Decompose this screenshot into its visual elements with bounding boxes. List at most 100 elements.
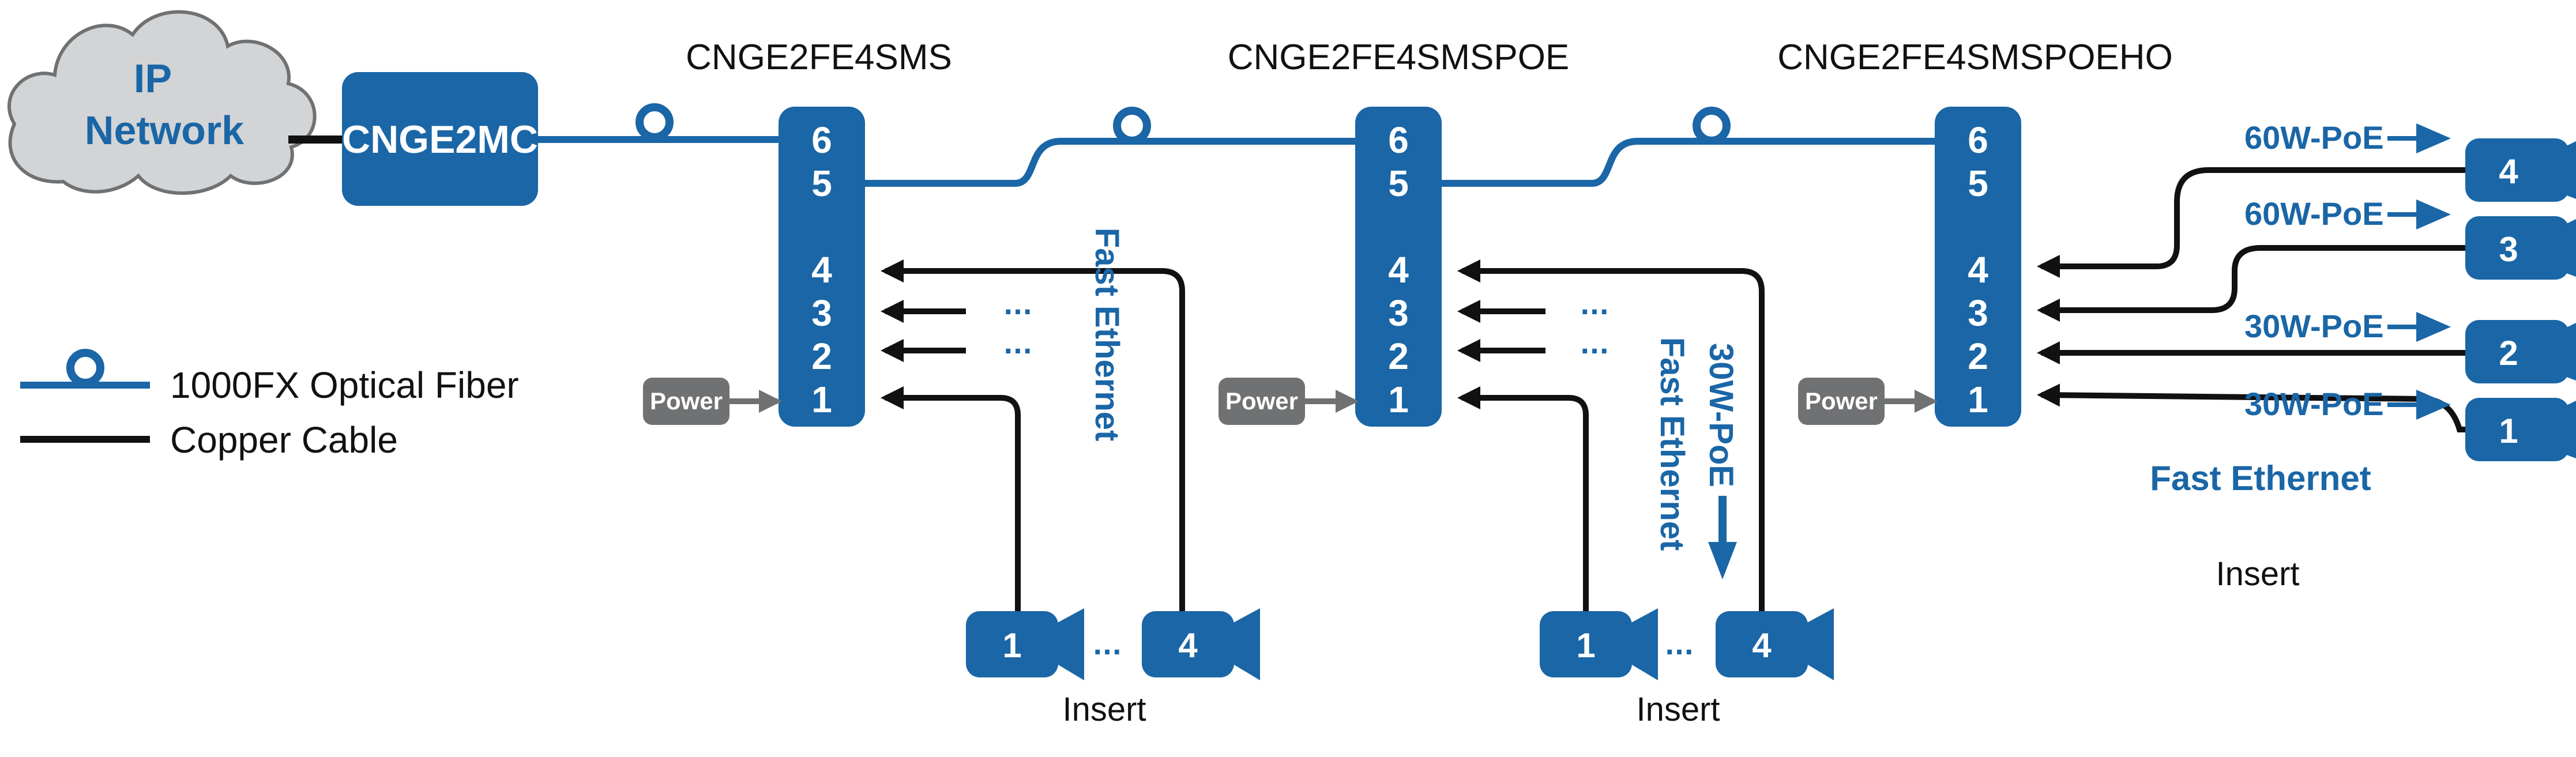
legend-fiber-label: 1000FX Optical Fiber bbox=[170, 364, 519, 406]
switch-1: CNGE2FE4SMS 6 5 4 3 2 1 Power bbox=[643, 37, 952, 427]
switch-3-power-badge bbox=[1798, 378, 1885, 425]
group-2-fast-ethernet-label: Fast Ethernet bbox=[1653, 337, 1691, 551]
switch-2-port-3: 3 bbox=[1388, 292, 1409, 334]
switch-3-port-4: 4 bbox=[1968, 249, 1988, 291]
group-3-fast-ethernet-label: Fast Ethernet bbox=[2150, 459, 2371, 498]
switch-1-model: CNGE2FE4SMS bbox=[686, 37, 952, 77]
copper-cable-port-4 bbox=[1457, 259, 1765, 620]
group-1-camera-first: 1 bbox=[1002, 626, 1021, 665]
switch-3-body bbox=[1935, 107, 2021, 427]
switch-1-ellipsis-2: ... bbox=[1003, 330, 1032, 360]
camera-icon bbox=[2465, 216, 2576, 280]
group-1-camera-gap: ... bbox=[1093, 631, 1122, 661]
switch-2-port-6: 6 bbox=[1388, 119, 1409, 161]
group-2-camera-last: 4 bbox=[1752, 626, 1772, 665]
camera-icon bbox=[966, 608, 1084, 680]
switch-3-port-2: 2 bbox=[1968, 336, 1988, 377]
copper-cable-port-1 bbox=[881, 386, 1021, 620]
copper-cable-port-4 bbox=[881, 259, 1185, 620]
media-converter-box bbox=[342, 72, 538, 206]
switch-1-copper bbox=[881, 259, 1185, 620]
group-2-poe-label: 30W-PoE bbox=[1702, 343, 1740, 487]
switch-1-port-1: 1 bbox=[811, 379, 832, 420]
group-3-camera-4-number: 4 bbox=[2499, 152, 2518, 191]
legend: 1000FX Optical Fiber Copper Cable bbox=[20, 349, 519, 461]
copper-cable-port-1 bbox=[1457, 386, 1589, 620]
switch-2-copper bbox=[1457, 259, 1765, 620]
switch-2-port-2: 2 bbox=[1388, 336, 1409, 377]
switch-2-power-label: Power bbox=[1225, 387, 1298, 415]
legend-copper-label: Copper Cable bbox=[170, 419, 398, 461]
group-2-cameras: 1 ... 4 Insert bbox=[1540, 608, 1834, 728]
switch-1-body bbox=[779, 107, 865, 427]
cloud-icon bbox=[7, 10, 317, 195]
poe-arrow-icon bbox=[2387, 390, 2451, 420]
fiber-loop-icon bbox=[66, 349, 104, 387]
fiber-loop-icon bbox=[635, 103, 674, 141]
fiber-links bbox=[538, 136, 1935, 187]
switch-2-model: CNGE2FE4SMSPOE bbox=[1228, 37, 1570, 77]
switch-2-power-badge bbox=[1219, 378, 1305, 425]
copper-cable-camera-3 bbox=[2037, 245, 2474, 322]
switch-1-port-6: 6 bbox=[811, 119, 832, 161]
camera-1-poe-label: 30W-PoE bbox=[2244, 386, 2384, 422]
group-2-insert-label: Insert bbox=[1636, 691, 1720, 728]
poe-arrow-icon bbox=[2387, 312, 2451, 342]
switch-3-power-label: Power bbox=[1805, 387, 1878, 415]
cloud-label-line2: Network bbox=[85, 108, 244, 153]
cloud-label-line1: IP bbox=[134, 56, 172, 101]
camera-2-poe-label: 30W-PoE bbox=[2244, 308, 2384, 344]
switch-2-ellipsis-2: ... bbox=[1580, 330, 1609, 360]
switch-2-body bbox=[1355, 107, 1442, 427]
group-3-camera-1-number: 1 bbox=[2499, 412, 2518, 450]
group-1-cameras: 1 ... 4 Insert bbox=[966, 608, 1260, 728]
group-2-camera-gap: ... bbox=[1665, 631, 1694, 661]
switch-1-port-3: 3 bbox=[811, 292, 832, 334]
switch-2-port-1: 1 bbox=[1388, 379, 1409, 420]
camera-icon bbox=[1142, 608, 1260, 680]
switch-3-port-5: 5 bbox=[1968, 163, 1988, 204]
group-2-camera-first: 1 bbox=[1576, 626, 1595, 665]
switch-3-model: CNGE2FE4SMSPOEHO bbox=[1777, 37, 2173, 77]
camera-icon bbox=[2465, 320, 2576, 383]
media-converter: CNGE2MC bbox=[342, 72, 538, 206]
copper-cable-camera-4 bbox=[2037, 167, 2474, 278]
switch-2-port-4: 4 bbox=[1388, 249, 1409, 291]
group-3-poe: 60W-PoE 60W-PoE 30W-PoE 30W-PoE bbox=[2244, 119, 2451, 422]
camera-icon bbox=[2465, 398, 2576, 461]
switch-2-port-5: 5 bbox=[1388, 163, 1409, 204]
media-converter-label: CNGE2MC bbox=[342, 118, 538, 161]
group-3-cameras: 4 3 2 1 bbox=[2465, 138, 2576, 461]
switch-3-port-1: 1 bbox=[1968, 379, 1988, 420]
switch-2: CNGE2FE4SMSPOE 6 5 4 3 2 1 Power bbox=[1219, 37, 1569, 427]
poe-arrow-icon bbox=[2387, 199, 2451, 229]
camera-3-poe-label: 60W-PoE bbox=[2244, 195, 2384, 232]
group-1-camera-last: 4 bbox=[1178, 626, 1198, 665]
camera-icon bbox=[2465, 138, 2576, 202]
fiber-loops bbox=[635, 103, 1731, 145]
ip-network-cloud: IP Network bbox=[7, 10, 317, 195]
fiber-loop-icon bbox=[1693, 107, 1731, 145]
group-3-camera-3-number: 3 bbox=[2499, 230, 2518, 269]
poe-arrow-icon bbox=[2387, 123, 2451, 153]
fiber-link-3 bbox=[1442, 138, 1935, 187]
switch-1-port-2: 2 bbox=[811, 336, 832, 377]
switch-3-port-3: 3 bbox=[1968, 292, 1988, 334]
switch-1-port-5: 5 bbox=[811, 163, 832, 204]
switch-1-power-badge bbox=[643, 378, 729, 425]
poe-down-arrow-icon bbox=[1708, 496, 1737, 579]
group-1-insert-label: Insert bbox=[1062, 691, 1146, 728]
fiber-link-2 bbox=[865, 138, 1355, 187]
camera-4-poe-label: 60W-PoE bbox=[2244, 119, 2384, 156]
switch-3-port-6: 6 bbox=[1968, 119, 1988, 161]
switch-1-port-4: 4 bbox=[811, 249, 832, 291]
switch-3: CNGE2FE4SMSPOEHO 6 5 4 3 2 1 Power bbox=[1777, 37, 2173, 427]
switch-2-ellipsis-3: ... bbox=[1580, 291, 1609, 321]
fiber-loop-icon bbox=[1113, 107, 1151, 145]
switch-1-power-label: Power bbox=[650, 387, 723, 415]
camera-icon bbox=[1716, 608, 1834, 680]
camera-icon bbox=[1540, 608, 1658, 680]
group-1-fast-ethernet-label: Fast Ethernet bbox=[1088, 228, 1126, 442]
switch-1-ellipsis-3: ... bbox=[1003, 291, 1032, 321]
